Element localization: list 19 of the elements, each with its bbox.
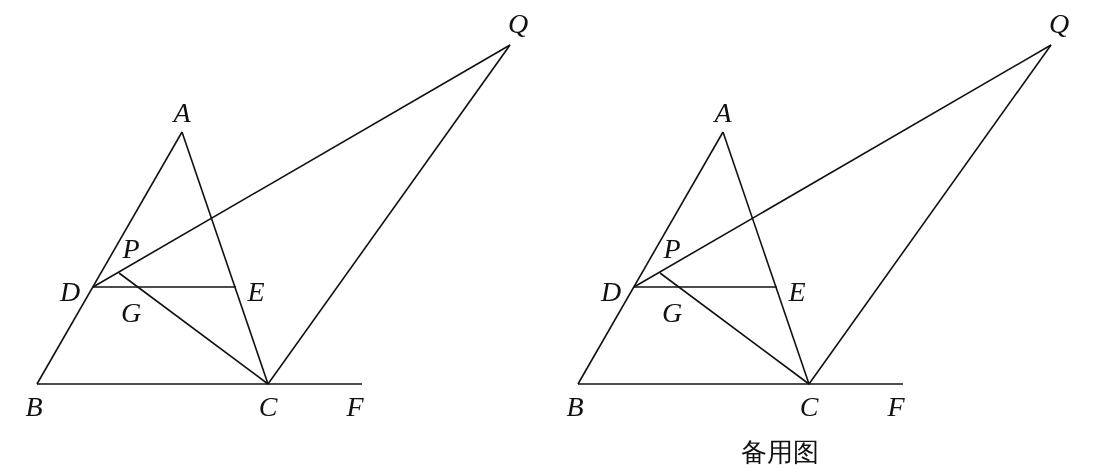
point-label: D xyxy=(600,278,622,306)
point-label: A xyxy=(714,99,732,127)
point-label: P xyxy=(122,235,140,263)
point-label: G xyxy=(120,299,142,327)
point-label: B xyxy=(566,393,584,421)
point-label: E xyxy=(788,278,806,306)
point-label: P xyxy=(663,235,681,263)
point-label: G xyxy=(661,299,683,327)
point-label: F xyxy=(346,393,364,421)
point-label: D xyxy=(59,278,81,306)
figure-caption: 备用图 xyxy=(741,438,819,468)
point-label: Q xyxy=(507,10,529,38)
point-label: Q xyxy=(1048,10,1070,38)
point-label: E xyxy=(247,278,265,306)
point-label: C xyxy=(258,393,278,421)
point-label: B xyxy=(25,393,43,421)
point-label: F xyxy=(887,393,905,421)
point-label: A xyxy=(173,99,191,127)
point-label: C xyxy=(799,393,819,421)
